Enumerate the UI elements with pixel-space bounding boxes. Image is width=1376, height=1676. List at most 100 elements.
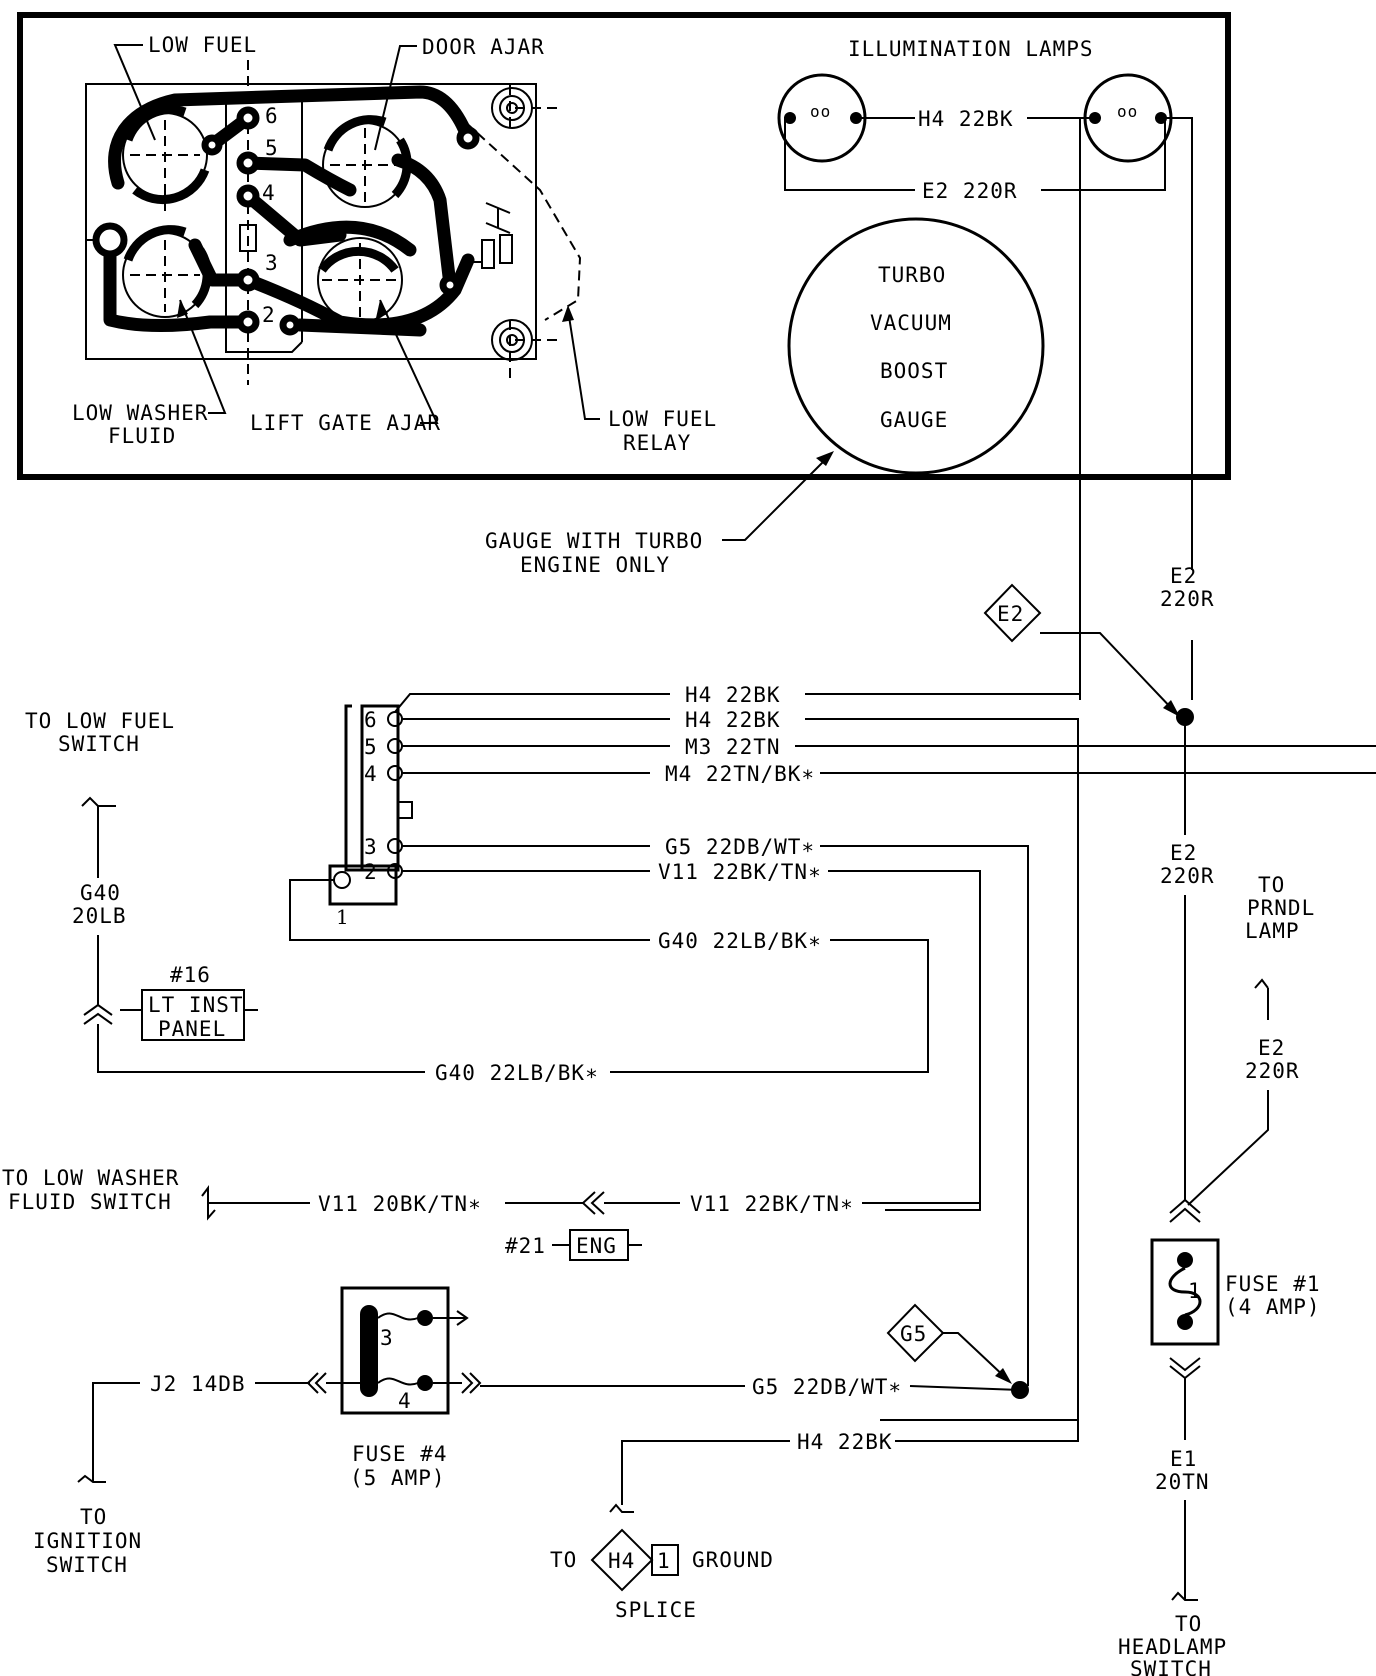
gauge-line-2: VACUUM [870, 311, 952, 335]
wire-h4-second: H4 22BK [685, 708, 781, 732]
door-ajar-label: DOOR AJAR [422, 35, 545, 59]
e2-upper-1: E2 [1170, 564, 1197, 588]
prndl-label-1: TO [1258, 873, 1285, 897]
fuse-1: 1 FUSE #1 (4 AMP) E1 20TN [1150, 1198, 1321, 1601]
low-fuel-switch-destination: TO LOW FUEL SWITCH G40 20LB [25, 709, 425, 1073]
lift-gate-ajar-label: LIFT GATE AJAR [250, 411, 441, 435]
lamp-wire-h4: H4 22BK [918, 107, 1014, 131]
wire-v11-upper: V11 22BK/TN∗ [658, 860, 822, 884]
e2-splice-label: E2 [997, 602, 1024, 626]
pcb-pads [92, 106, 480, 336]
door-ajar-bulb-socket [322, 115, 412, 208]
mounting-hole-top [491, 87, 533, 129]
wire-m4: M4 22TN/BK∗ [665, 762, 815, 786]
g40-vertical-1: G40 [80, 881, 121, 905]
ignition-switch-branch: J2 14DB TO IGNITION SWITCH [33, 1372, 360, 1577]
low-fuel-relay-symbol [470, 202, 513, 269]
ground-to-label: TO [550, 1548, 577, 1572]
pcb-pin-3: 3 [265, 251, 279, 275]
ignition-label-3: SWITCH [46, 1553, 128, 1577]
gauge-note-line-2: ENGINE ONLY [520, 553, 670, 577]
ground-label: GROUND [692, 1548, 774, 1572]
g5-lower-wire: G5 22DB/WT∗ [480, 1375, 1021, 1399]
e2-right-2: 220R [1245, 1059, 1300, 1083]
g5-splice-label: G5 [900, 1322, 927, 1346]
fuse-4-pin-3: 3 [380, 1326, 394, 1350]
wire-h4-top: H4 22BK [685, 683, 781, 707]
wire-g40-lower: G40 22LB/BK∗ [435, 1061, 599, 1085]
pcb-pin-4: 4 [262, 181, 276, 205]
low-washer-switch-label-2: FLUID SWITCH [8, 1190, 172, 1214]
wire-g5-lower: G5 22DB/WT∗ [752, 1375, 902, 1399]
e2-upper-2: 220R [1160, 587, 1215, 611]
low-fuel-switch-label-1: TO LOW FUEL [25, 709, 175, 733]
panel-callouts: LOW FUEL DOOR AJAR LOW WASHER FLUID LIFT… [72, 33, 717, 455]
g5-splice: G5 [886, 1303, 1029, 1399]
lamp-wire-e2: E2 220R [922, 179, 1018, 203]
low-washer-fluid-label-2: FLUID [108, 424, 176, 448]
fuse-1-label: FUSE #1 [1225, 1272, 1321, 1296]
wire-m3: M3 22TN [685, 735, 781, 759]
fuse-4: 3 4 FUSE #4 (5 AMP) [340, 1286, 482, 1490]
gauge-note-leader [722, 454, 831, 541]
fuse-4-label: FUSE #4 [352, 1442, 448, 1466]
turbo-vacuum-boost-gauge: TURBO VACUUM BOOST GAUGE [787, 217, 1045, 475]
e1-label-2: 20TN [1155, 1470, 1210, 1494]
wire-g5: G5 22DB/WT∗ [665, 835, 815, 859]
h4-splice-label: H4 [608, 1549, 635, 1573]
connector-pin-1: 1 [336, 905, 350, 929]
low-fuel-relay-label: LOW FUEL [608, 407, 717, 431]
e2-mid-1: E2 [1170, 841, 1197, 865]
fuse-4-pin-4: 4 [398, 1389, 412, 1413]
pcb-traces [103, 85, 475, 337]
svg-text:oo: oo [1117, 102, 1138, 121]
gauge-line-1: TURBO [878, 263, 946, 287]
connector-wires [289, 693, 1376, 1421]
low-fuel-relay-label-2: RELAY [623, 431, 691, 455]
headlamp-switch-destination: TO HEADLAMP SWITCH [1118, 1612, 1227, 1676]
pcb-pin-labels: 6 5 4 3 2 [262, 104, 279, 327]
cluster-connector: 6 5 4 3 2 1 [290, 704, 413, 929]
pcb-pin-2: 2 [262, 303, 276, 327]
e1-label-1: E1 [1170, 1447, 1197, 1471]
low-fuel-bulb-socket [122, 105, 210, 205]
lt-inst-label-1: LT INST [148, 993, 244, 1017]
svg-text:oo: oo [810, 102, 831, 121]
low-washer-switch-label-1: TO LOW WASHER [2, 1166, 179, 1190]
mounting-hole-bottom [491, 319, 533, 361]
wire-j2: J2 14DB [150, 1372, 246, 1396]
wire-h4-bottom: H4 22BK [797, 1430, 893, 1454]
low-washer-fluid-label: LOW WASHER [72, 401, 208, 425]
fuse-1-rating: (4 AMP) [1225, 1295, 1321, 1319]
connector-pin-5: 5 [364, 735, 378, 759]
e2-mid-2: 220R [1160, 864, 1215, 888]
illumination-lamp-right: oo [1083, 73, 1173, 163]
gauge-note-line-1: GAUGE WITH TURBO [485, 529, 703, 553]
wire-v11-left: V11 20BK/TN∗ [318, 1192, 482, 1216]
eng-number: #21 [505, 1234, 546, 1258]
connector-pin-2: 2 [364, 860, 378, 884]
low-washer-switch-branch: TO LOW WASHER FLUID SWITCH V11 20BK/TN∗ … [2, 1166, 981, 1221]
instrument-cluster-frame [17, 12, 1231, 480]
h4-ground-branch: H4 22BK TO H4 1 GROUND SPLICE [550, 1420, 1079, 1622]
fuse-4-rating: (5 AMP) [350, 1466, 446, 1490]
headlamp-label-2: HEADLAMP [1118, 1635, 1227, 1659]
pcb-pin-5: 5 [265, 136, 279, 160]
g40-vertical-2: 20LB [72, 904, 127, 928]
splice-label: SPLICE [615, 1598, 697, 1622]
e2-right-1: E2 [1258, 1036, 1285, 1060]
prndl-label-3: LAMP [1245, 919, 1300, 943]
eng-connector: #21 ENG [505, 1229, 642, 1261]
wire-v11-right: V11 22BK/TN∗ [690, 1192, 854, 1216]
low-fuel-switch-label-2: SWITCH [58, 732, 140, 756]
eng-label: ENG [576, 1234, 617, 1258]
lamp-wiring: H4 22BK E2 220R [784, 107, 1193, 700]
lt-inst-label-2: PANEL [158, 1017, 226, 1041]
connector-pin-3: 3 [364, 835, 378, 859]
e2-splice: E2 E2 220R E2 220R [983, 564, 1215, 1200]
headlamp-label-3: SWITCH [1130, 1657, 1212, 1676]
gauge-line-3: BOOST [880, 359, 948, 383]
illumination-lamps-label: ILLUMINATION LAMPS [848, 37, 1094, 61]
fuse-1-number: 1 [1188, 1279, 1202, 1303]
